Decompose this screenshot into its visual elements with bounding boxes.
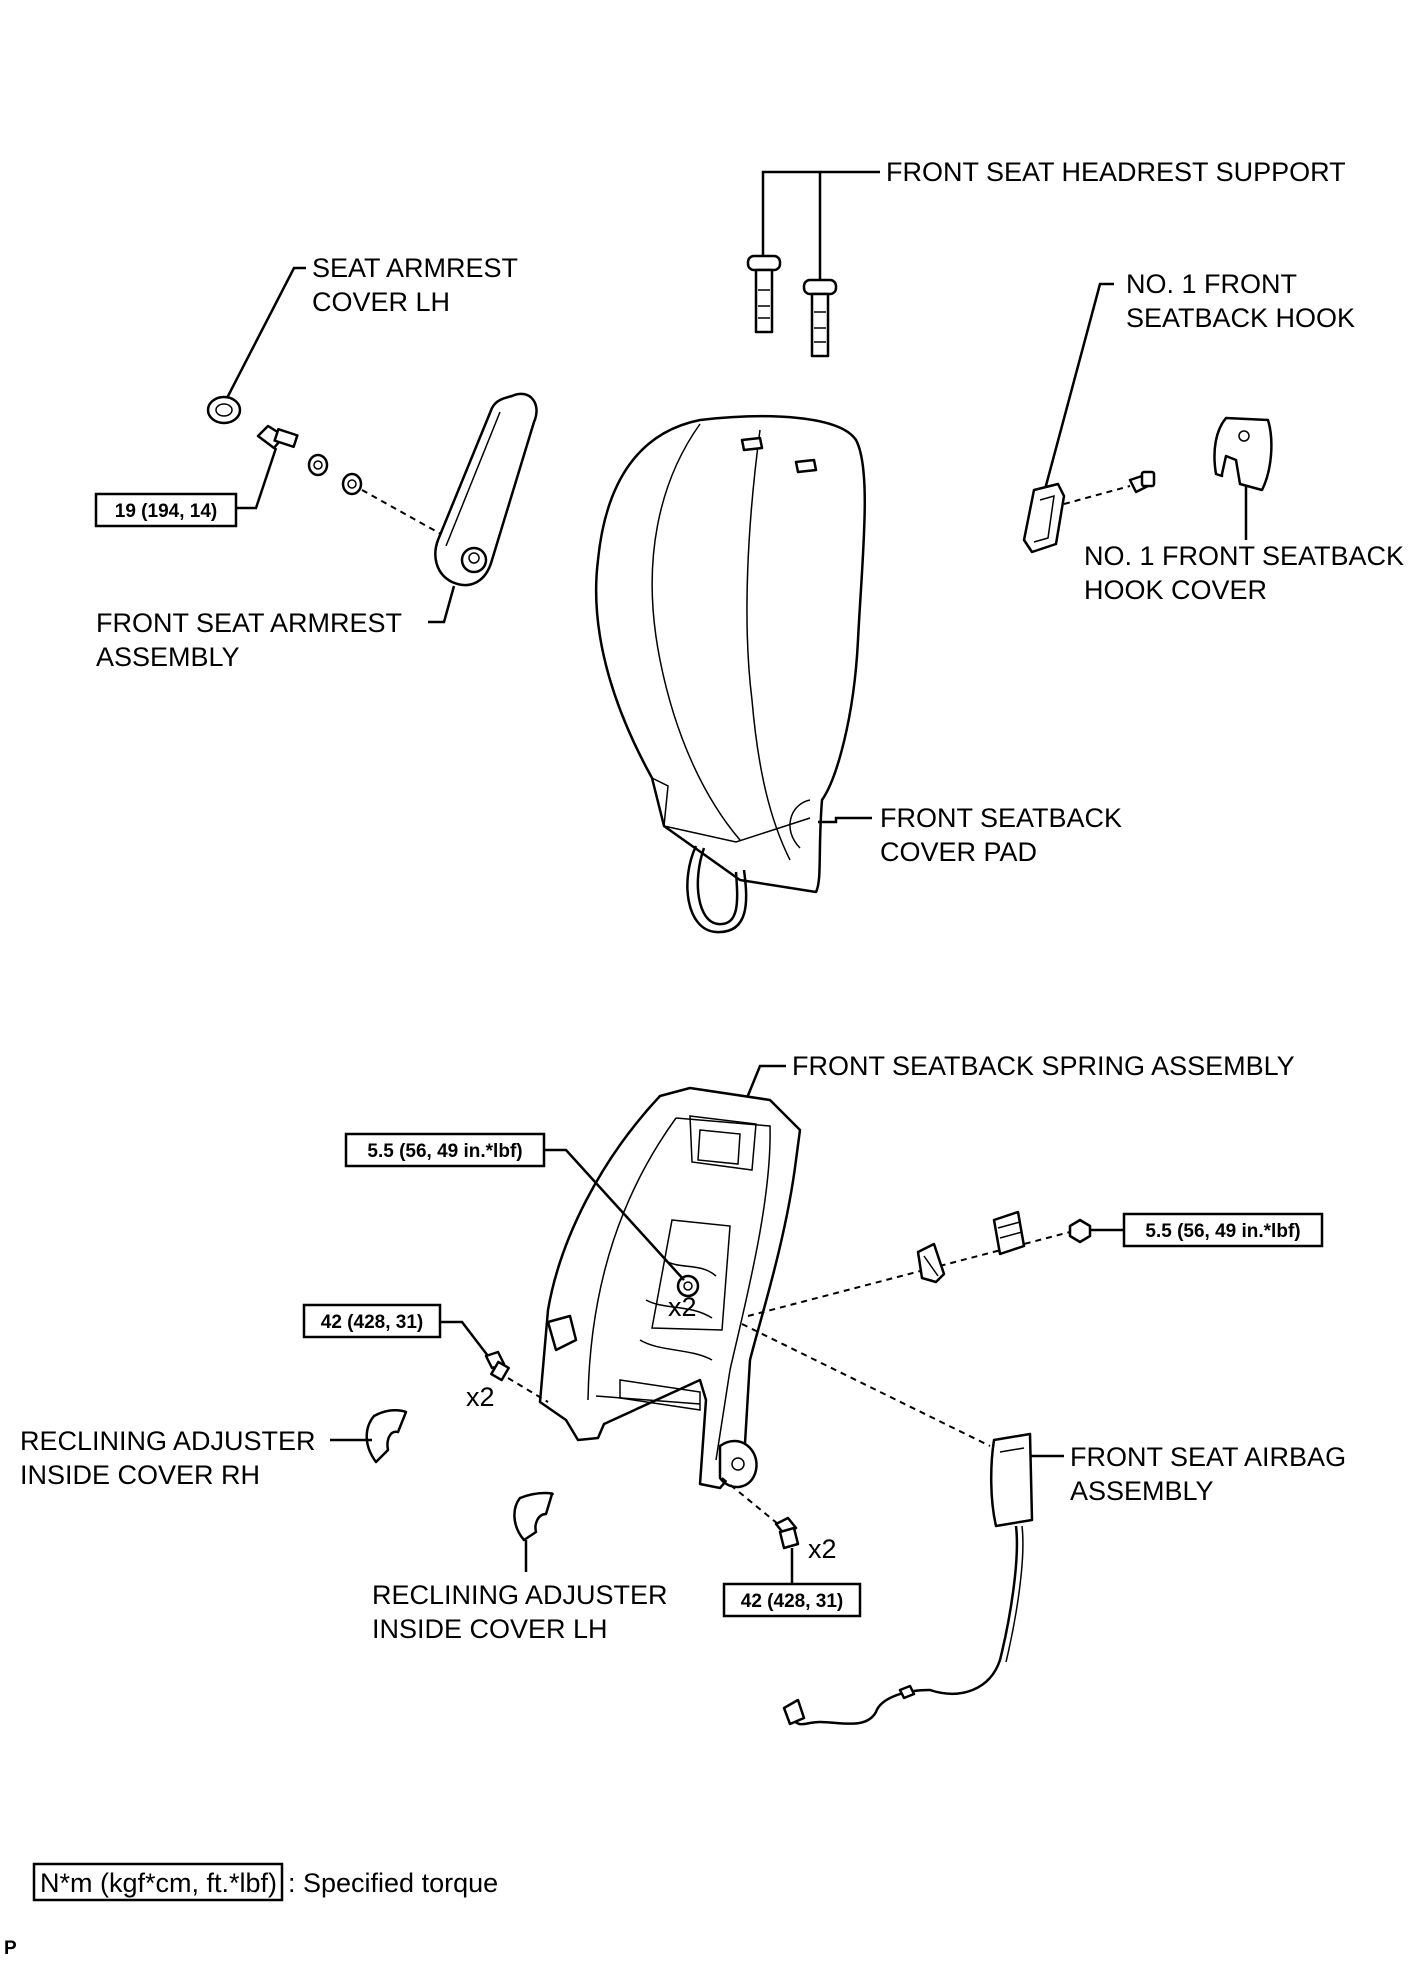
cover-rh-label-2: INSIDE COVER RH (20, 1460, 260, 1490)
headrest-support-parts (746, 170, 880, 358)
armrest-cover-label-1: SEAT ARMREST (312, 253, 518, 283)
torque-legend: N*m (kgf*cm, ft.*lbf) : Specified torque (32, 1862, 498, 1902)
seatback-hook-part (1022, 282, 1156, 554)
recliner-right-torque-value: 42 (428, 31) (741, 1591, 843, 1612)
hook-cover-part (1213, 416, 1273, 540)
legend-box-text: N*m (kgf*cm, ft.*lbf) (40, 1868, 277, 1898)
cover-rh-label-1: RECLINING ADJUSTER (20, 1426, 316, 1456)
headrest-support-label: FRONT SEAT HEADREST SUPPORT (886, 157, 1346, 187)
cover-lh-label-1: RECLINING ADJUSTER (372, 1580, 668, 1610)
corner-mark: P (4, 1938, 17, 1959)
hook-cover-label-1: NO. 1 FRONT SEATBACK (1084, 541, 1404, 571)
frame-nut-torque-box: 5.5 (56, 49 in.*lbf) (344, 1132, 685, 1281)
seatback-hook-label-2: SEATBACK HOOK (1126, 303, 1355, 333)
recliner-left-qty: x2 (466, 1382, 495, 1412)
recliner-right-qty: x2 (808, 1534, 837, 1564)
cover-pad-label-1: FRONT SEATBACK (880, 803, 1122, 833)
cover-pad-label-2: COVER PAD (880, 837, 1037, 867)
recliner-left-torque-value: 42 (428, 31) (321, 1312, 423, 1333)
frame-nut-qty: x2 (668, 1292, 697, 1322)
armrest-torque-value: 19 (194, 14) (115, 501, 217, 522)
airbag-nut-torque-box: 5.5 (56, 49 in.*lbf) (1122, 1212, 1324, 1248)
seatback-hook-label-1: NO. 1 FRONT (1126, 269, 1297, 299)
armrest-cover-parts (206, 266, 467, 549)
recliner-bolt-right-parts: 42 (428, 31) (721, 1477, 862, 1618)
seatback-cover-pad-part (594, 415, 872, 934)
airbag-bracket-parts (747, 1210, 1124, 1317)
reclining-cover-rh-part (330, 1409, 408, 1464)
armrest-assembly-label-2: ASSEMBLY (96, 642, 240, 672)
armrest-assembly-label-1: FRONT SEAT ARMREST (96, 608, 402, 638)
airbag-nut-torque-value: 5.5 (56, 49 in.*lbf) (1145, 1221, 1300, 1242)
armrest-torque-box: 19 (194, 14) (94, 492, 238, 528)
airbag-assembly-part (741, 1323, 1064, 1726)
airbag-label-1: FRONT SEAT AIRBAG (1070, 1442, 1346, 1472)
hook-cover-label-2: HOOK COVER (1084, 575, 1267, 605)
airbag-label-2: ASSEMBLY (1070, 1476, 1214, 1506)
spring-assembly-label: FRONT SEATBACK SPRING ASSEMBLY (792, 1051, 1295, 1081)
armrest-cover-label-2: COVER LH (312, 287, 450, 317)
cover-lh-label-2: INSIDE COVER LH (372, 1614, 608, 1644)
frame-nut-torque-value: 5.5 (56, 49 in.*lbf) (367, 1141, 522, 1162)
legend-description: : Specified torque (288, 1868, 498, 1898)
armrest-assembly-part (428, 392, 538, 624)
reclining-cover-lh-part (513, 1491, 554, 1572)
spring-assembly-part (538, 1064, 802, 1490)
recliner-bolt-left-parts: 42 (428, 31) (302, 1303, 549, 1403)
